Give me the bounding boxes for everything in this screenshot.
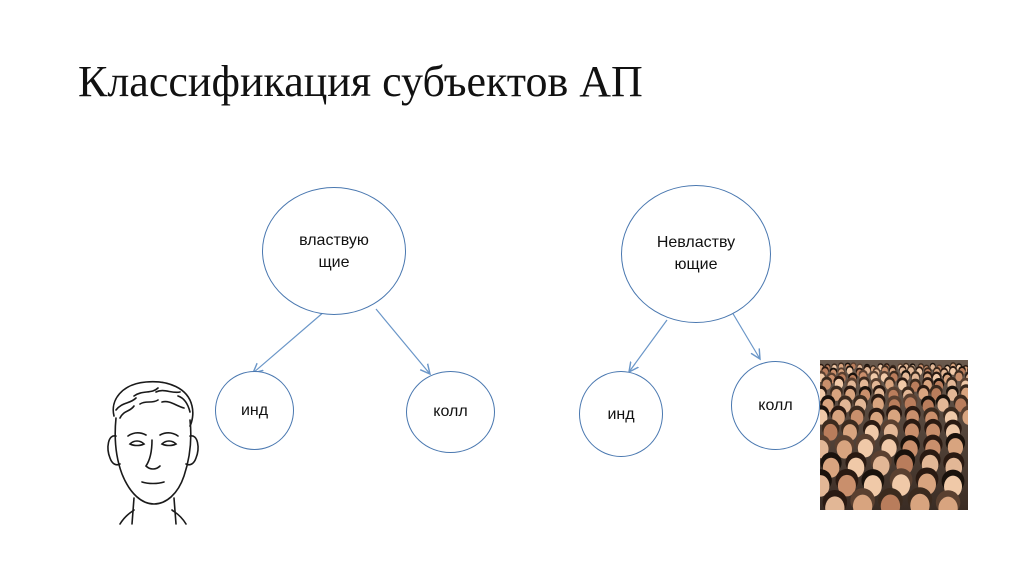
node-left-koll-label: колл [433, 403, 468, 420]
node-right-ind [579, 371, 663, 457]
node-left-koll [406, 371, 495, 453]
node-nevlastvuyushchie-label: Невластву ющие [621, 232, 771, 276]
node-right-koll [731, 361, 820, 450]
node-nevlastvuyushchie [621, 185, 771, 323]
arrow-left-to-ind [253, 310, 326, 373]
slide-title: Классификация субъектов АП [78, 57, 643, 106]
node-right-ind-label: инд [607, 406, 635, 423]
node-nevlastvuyushchie-line2: ющие [674, 256, 718, 273]
node-vlastvuyushchie [262, 187, 406, 315]
node-left-ind-label: инд [240, 402, 269, 419]
node-vlastvuyushchie-label: властвую щие [262, 230, 406, 274]
node-left-ind [215, 371, 294, 450]
node-right-koll-label: колл [758, 397, 793, 414]
node-nevlastvuyushchie-line1: Невластву [656, 234, 736, 251]
node-vlastvuyushchie-line2: щие [318, 254, 350, 271]
arrow-left-to-koll [375, 308, 430, 374]
node-vlastvuyushchie-line1: властвую [299, 232, 369, 249]
face-drawing-image [100, 378, 205, 526]
crowd-photo-image [820, 360, 968, 510]
arrow-right-to-ind [629, 319, 668, 372]
arrow-right-to-koll [731, 311, 760, 359]
